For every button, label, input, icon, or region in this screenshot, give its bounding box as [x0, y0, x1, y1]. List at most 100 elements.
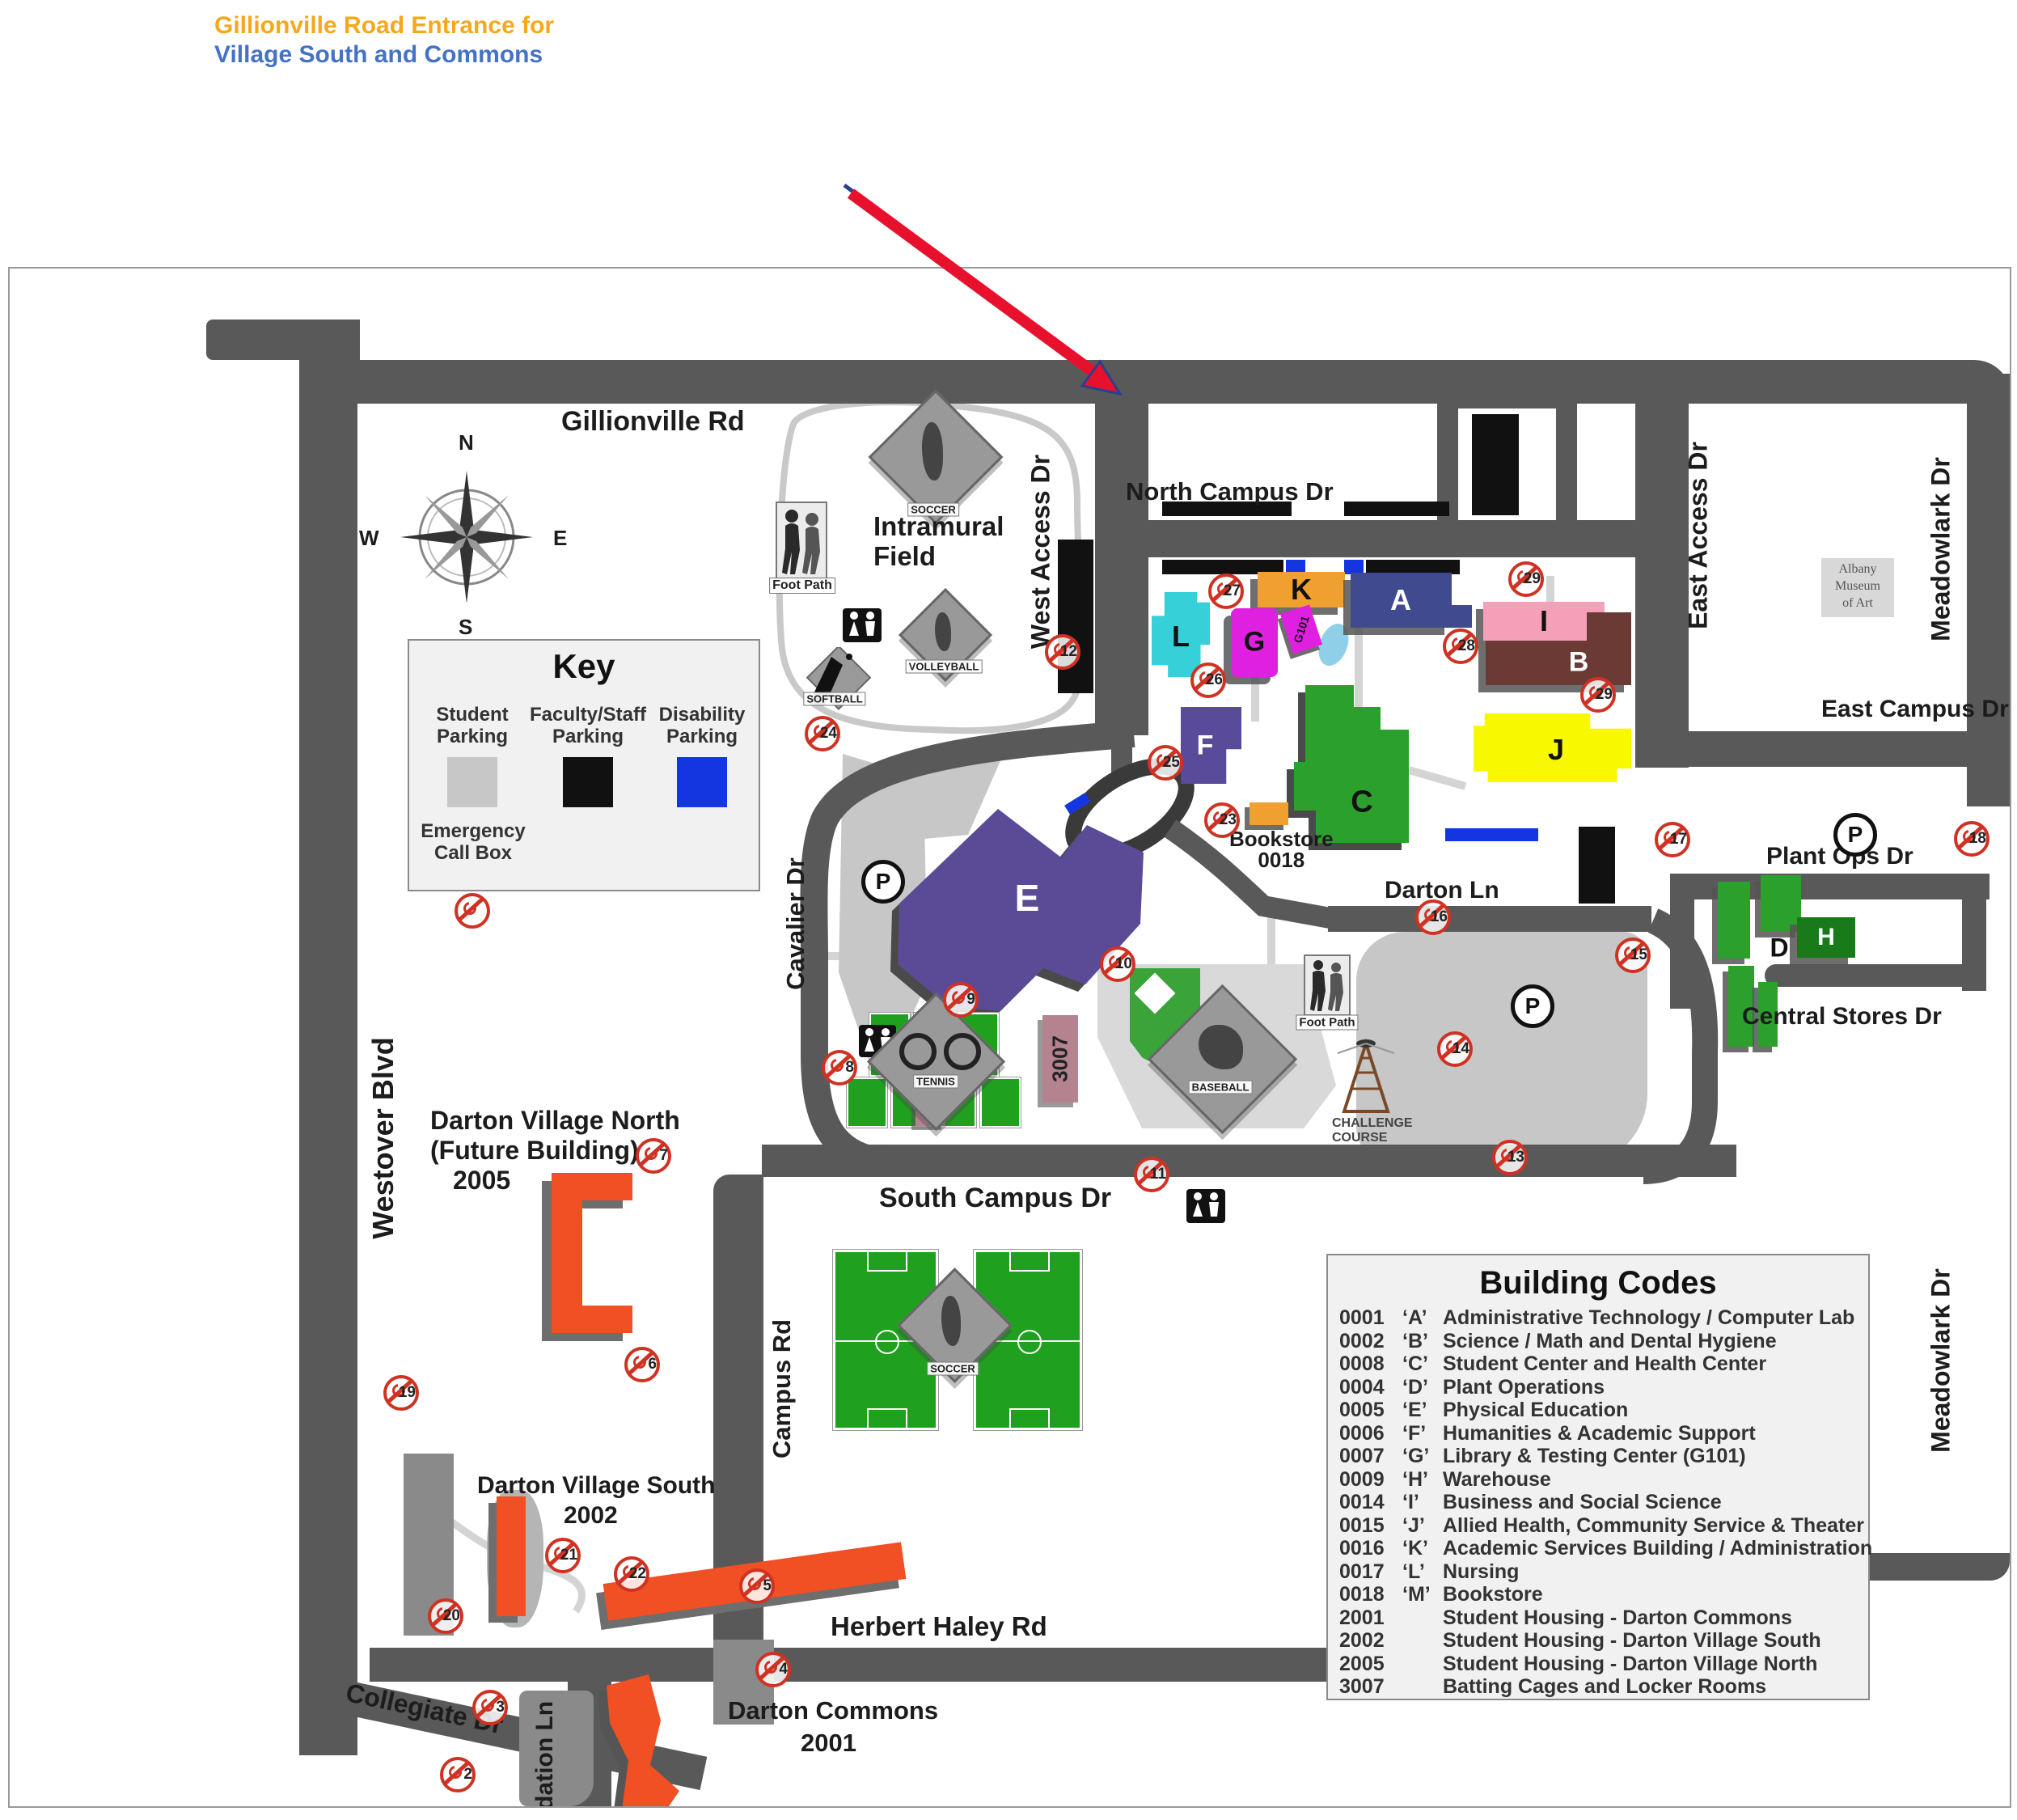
- faculty-parking-swatch: [563, 757, 613, 807]
- call-box-number: 19: [398, 1384, 416, 1401]
- emergency-call-box-27: 27: [1208, 574, 1244, 609]
- call-box-number: 25: [1162, 754, 1180, 771]
- road-east-campus-dr: [1668, 731, 2010, 767]
- emergency-call-box-12: 12: [1045, 634, 1080, 670]
- label-darton-commons: Darton Commons: [728, 1696, 939, 1725]
- faculty-parking-loop: [1472, 414, 1519, 515]
- call-box-number: 27: [1223, 582, 1241, 599]
- building-codes-title: Building Codes: [1479, 1265, 1717, 1301]
- emergency-call-box-6: 6: [624, 1347, 660, 1382]
- emergency-call-box-25: 25: [1148, 745, 1183, 781]
- building-code-row: 0001‘A’Administrative Technology / Compu…: [1339, 1306, 1855, 1329]
- call-box-number: 15: [1630, 946, 1647, 963]
- emergency-call-box-26: 26: [1190, 662, 1226, 698]
- call-box-number: 14: [1452, 1040, 1469, 1057]
- building-k-label: K: [1291, 573, 1312, 606]
- parking-symbol: P: [1511, 984, 1554, 1028]
- building-code-row: 0004‘D’Plant Operations: [1339, 1375, 1605, 1399]
- road-darton-ln: [1328, 906, 1651, 932]
- building-code-row: 0007‘G’Library & Testing Center (G101): [1339, 1445, 1746, 1467]
- tennis-racket-icon: [899, 1033, 937, 1070]
- faculty-parking-strip: [1162, 502, 1292, 516]
- emergency-call-box-8: 8: [822, 1050, 857, 1086]
- emergency-call-box-4: 4: [755, 1652, 791, 1687]
- building-code-row: 0008‘C’Student Center and Health Center: [1339, 1352, 1767, 1375]
- call-box-number: 23: [1219, 811, 1237, 828]
- building-l-label: L: [1172, 620, 1190, 653]
- building-code-row: 0014‘I’Business and Social Science: [1339, 1491, 1722, 1513]
- building-i-label: I: [1539, 604, 1549, 637]
- road-loop-top: [1437, 386, 1577, 408]
- call-box-number: 22: [628, 1565, 646, 1582]
- challenge-course-icon: [1337, 1038, 1395, 1113]
- building-code-row: 0009‘H’Warehouse: [1339, 1467, 1551, 1491]
- disability-parking-strip: [1445, 828, 1538, 841]
- building-a-label: A: [1390, 583, 1411, 616]
- building-i: [1483, 602, 1605, 641]
- call-box-number: 9: [966, 991, 975, 1008]
- road-west-access-dr: [1095, 404, 1148, 735]
- commons-gray-building: [519, 1691, 594, 1806]
- restroom-icon: [843, 608, 882, 642]
- emergency-call-box-23: 23: [1204, 802, 1240, 838]
- building-h-label: H: [1817, 924, 1835, 950]
- title-line1: Gillionville Road Entrance for: [214, 12, 555, 39]
- building-c-label: C: [1351, 785, 1373, 819]
- parking-symbol: P: [1833, 813, 1877, 857]
- label-darton-village-north: Darton Village North (Future Building) 2…: [430, 1106, 680, 1195]
- call-box-number: 16: [1430, 908, 1448, 925]
- call-box-number: 3: [496, 1699, 505, 1716]
- emergency-call-box-18: 18: [1954, 821, 1990, 857]
- compass-rose-icon: [400, 471, 533, 603]
- emergency-call-box-22: 22: [614, 1556, 649, 1592]
- call-box-number: 2: [463, 1766, 472, 1783]
- call-box-number: 18: [1968, 830, 1986, 847]
- building-d: [1728, 966, 1754, 1047]
- road-north-campus-dr: [1148, 520, 1635, 557]
- parking-symbol: P: [861, 860, 905, 904]
- emergency-call-box-10: 10: [1100, 946, 1135, 982]
- emergency-call-box-29: 29: [1580, 677, 1616, 713]
- emergency-call-box-7: 7: [636, 1138, 671, 1174]
- building-code-row: 0017‘L’Nursing: [1339, 1560, 1520, 1583]
- emergency-call-box-17: 17: [1655, 822, 1690, 857]
- entrance-arrow-icon: [843, 183, 1123, 396]
- building-codes-list: 0001‘A’Administrative Technology / Compu…: [1328, 1306, 1872, 1699]
- building-e-label: E: [1014, 877, 1040, 919]
- compass-s: S: [459, 615, 473, 639]
- road-loop-right: [1556, 404, 1577, 520]
- call-box-number: 20: [442, 1607, 460, 1624]
- compass-w: W: [359, 526, 379, 550]
- disability-parking-strip: [1286, 560, 1305, 574]
- label-darton-village-south: Darton Village South: [477, 1472, 716, 1499]
- emergency-call-box-3: 3: [472, 1690, 508, 1725]
- faculty-parking-strip: [1162, 560, 1283, 574]
- building-code-row: 0002‘B’Science / Math and Dental Hygiene: [1339, 1329, 1777, 1352]
- soccer-plate-south: SOCCER: [927, 1361, 979, 1376]
- emergency-call-box-15: 15: [1615, 938, 1651, 973]
- building-d: [1761, 875, 1801, 932]
- building-bookstore: [1250, 802, 1288, 825]
- title-line2: Village South and Commons: [214, 41, 543, 68]
- emergency-call-box-29: 29: [1508, 561, 1544, 597]
- foot-path-icon: [1304, 954, 1351, 1016]
- label-east-campus-dr: East Campus Dr: [1821, 696, 2009, 722]
- label-herbert-haley-rd: Herbert Haley Rd: [831, 1611, 1047, 1641]
- call-box-number: 17: [1669, 831, 1687, 848]
- emergency-call-box-11: 11: [1134, 1157, 1169, 1192]
- label-darton-ln: Darton Ln: [1385, 877, 1499, 904]
- faculty-parking-strip: [1344, 502, 1449, 516]
- building-b: [1486, 641, 1631, 685]
- foot-path-icon: [776, 502, 827, 579]
- building-b-wing: [1587, 612, 1631, 643]
